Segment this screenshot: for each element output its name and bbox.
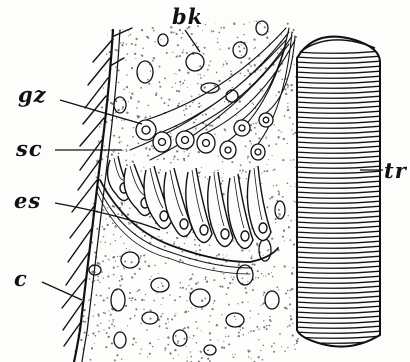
label-sc: sc	[16, 138, 43, 159]
cuticle-wall	[74, 30, 120, 362]
trachea-tube	[295, 37, 382, 349]
label-tr: tr	[384, 160, 407, 181]
label-es: es	[14, 190, 41, 211]
label-c: c	[14, 268, 28, 289]
label-gz: gz	[18, 84, 47, 105]
scolopidia-cells	[108, 156, 271, 249]
ganglion-cells	[136, 113, 273, 160]
stippled-tissue	[69, 0, 301, 362]
label-bk: bk	[172, 6, 203, 27]
